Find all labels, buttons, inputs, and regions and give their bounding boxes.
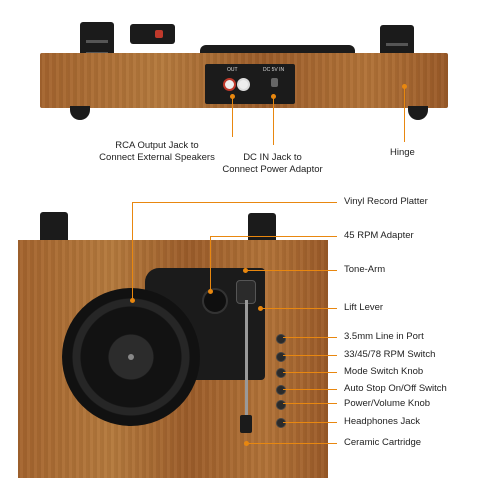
- headphones-jack[interactable]: [276, 418, 286, 428]
- callout-cartridge: Ceramic Cartridge: [344, 437, 422, 448]
- tonearm-top: [125, 14, 180, 54]
- rca-jack-icon: [237, 78, 250, 91]
- callout-adapter: 45 RPM Adapter: [344, 230, 414, 241]
- mode-knob[interactable]: [276, 368, 286, 378]
- dc-in-label: DC IN Jack to Connect Power Adaptor: [222, 152, 323, 175]
- callout-tonearm: Tone-Arm: [344, 264, 386, 275]
- callout-platter: Vinyl Record Platter: [344, 196, 428, 207]
- rpm-switch[interactable]: [276, 352, 286, 362]
- line-in-port[interactable]: [276, 334, 286, 344]
- callout-headphones: Headphones Jack: [344, 416, 421, 427]
- rca-jack-icon: [223, 78, 236, 91]
- rear-view: OUT DC 5V IN: [0, 0, 500, 145]
- foot: [70, 106, 90, 120]
- callout-lift-lever: Lift Lever: [344, 302, 384, 313]
- auto-stop-switch[interactable]: [276, 385, 286, 395]
- platter-spindle: [128, 354, 134, 360]
- cartridge: [240, 415, 252, 433]
- power-volume-knob[interactable]: [276, 400, 286, 410]
- rca-output-label: RCA Output Jack to Connect External Spea…: [99, 140, 215, 163]
- foot: [408, 106, 428, 120]
- callout-power-volume: Power/Volume Knob: [344, 398, 431, 409]
- dc-jack-icon: [271, 78, 278, 87]
- platter-edge: [200, 45, 355, 53]
- tonearm: [245, 300, 248, 418]
- hinge-label: Hinge: [390, 147, 415, 158]
- callout-line-in: 3.5mm Line in Port: [344, 331, 424, 342]
- callout-auto-stop: Auto Stop On/Off Switch: [344, 383, 447, 394]
- panel-out-label: OUT: [227, 67, 238, 73]
- callout-rpm-switch: 33/45/78 RPM Switch: [344, 349, 436, 360]
- connector-panel: OUT DC 5V IN: [205, 64, 295, 104]
- rpm-adapter: [202, 288, 228, 314]
- callout-mode-knob: Mode Switch Knob: [344, 366, 424, 377]
- panel-dc-label: DC 5V IN: [263, 67, 285, 73]
